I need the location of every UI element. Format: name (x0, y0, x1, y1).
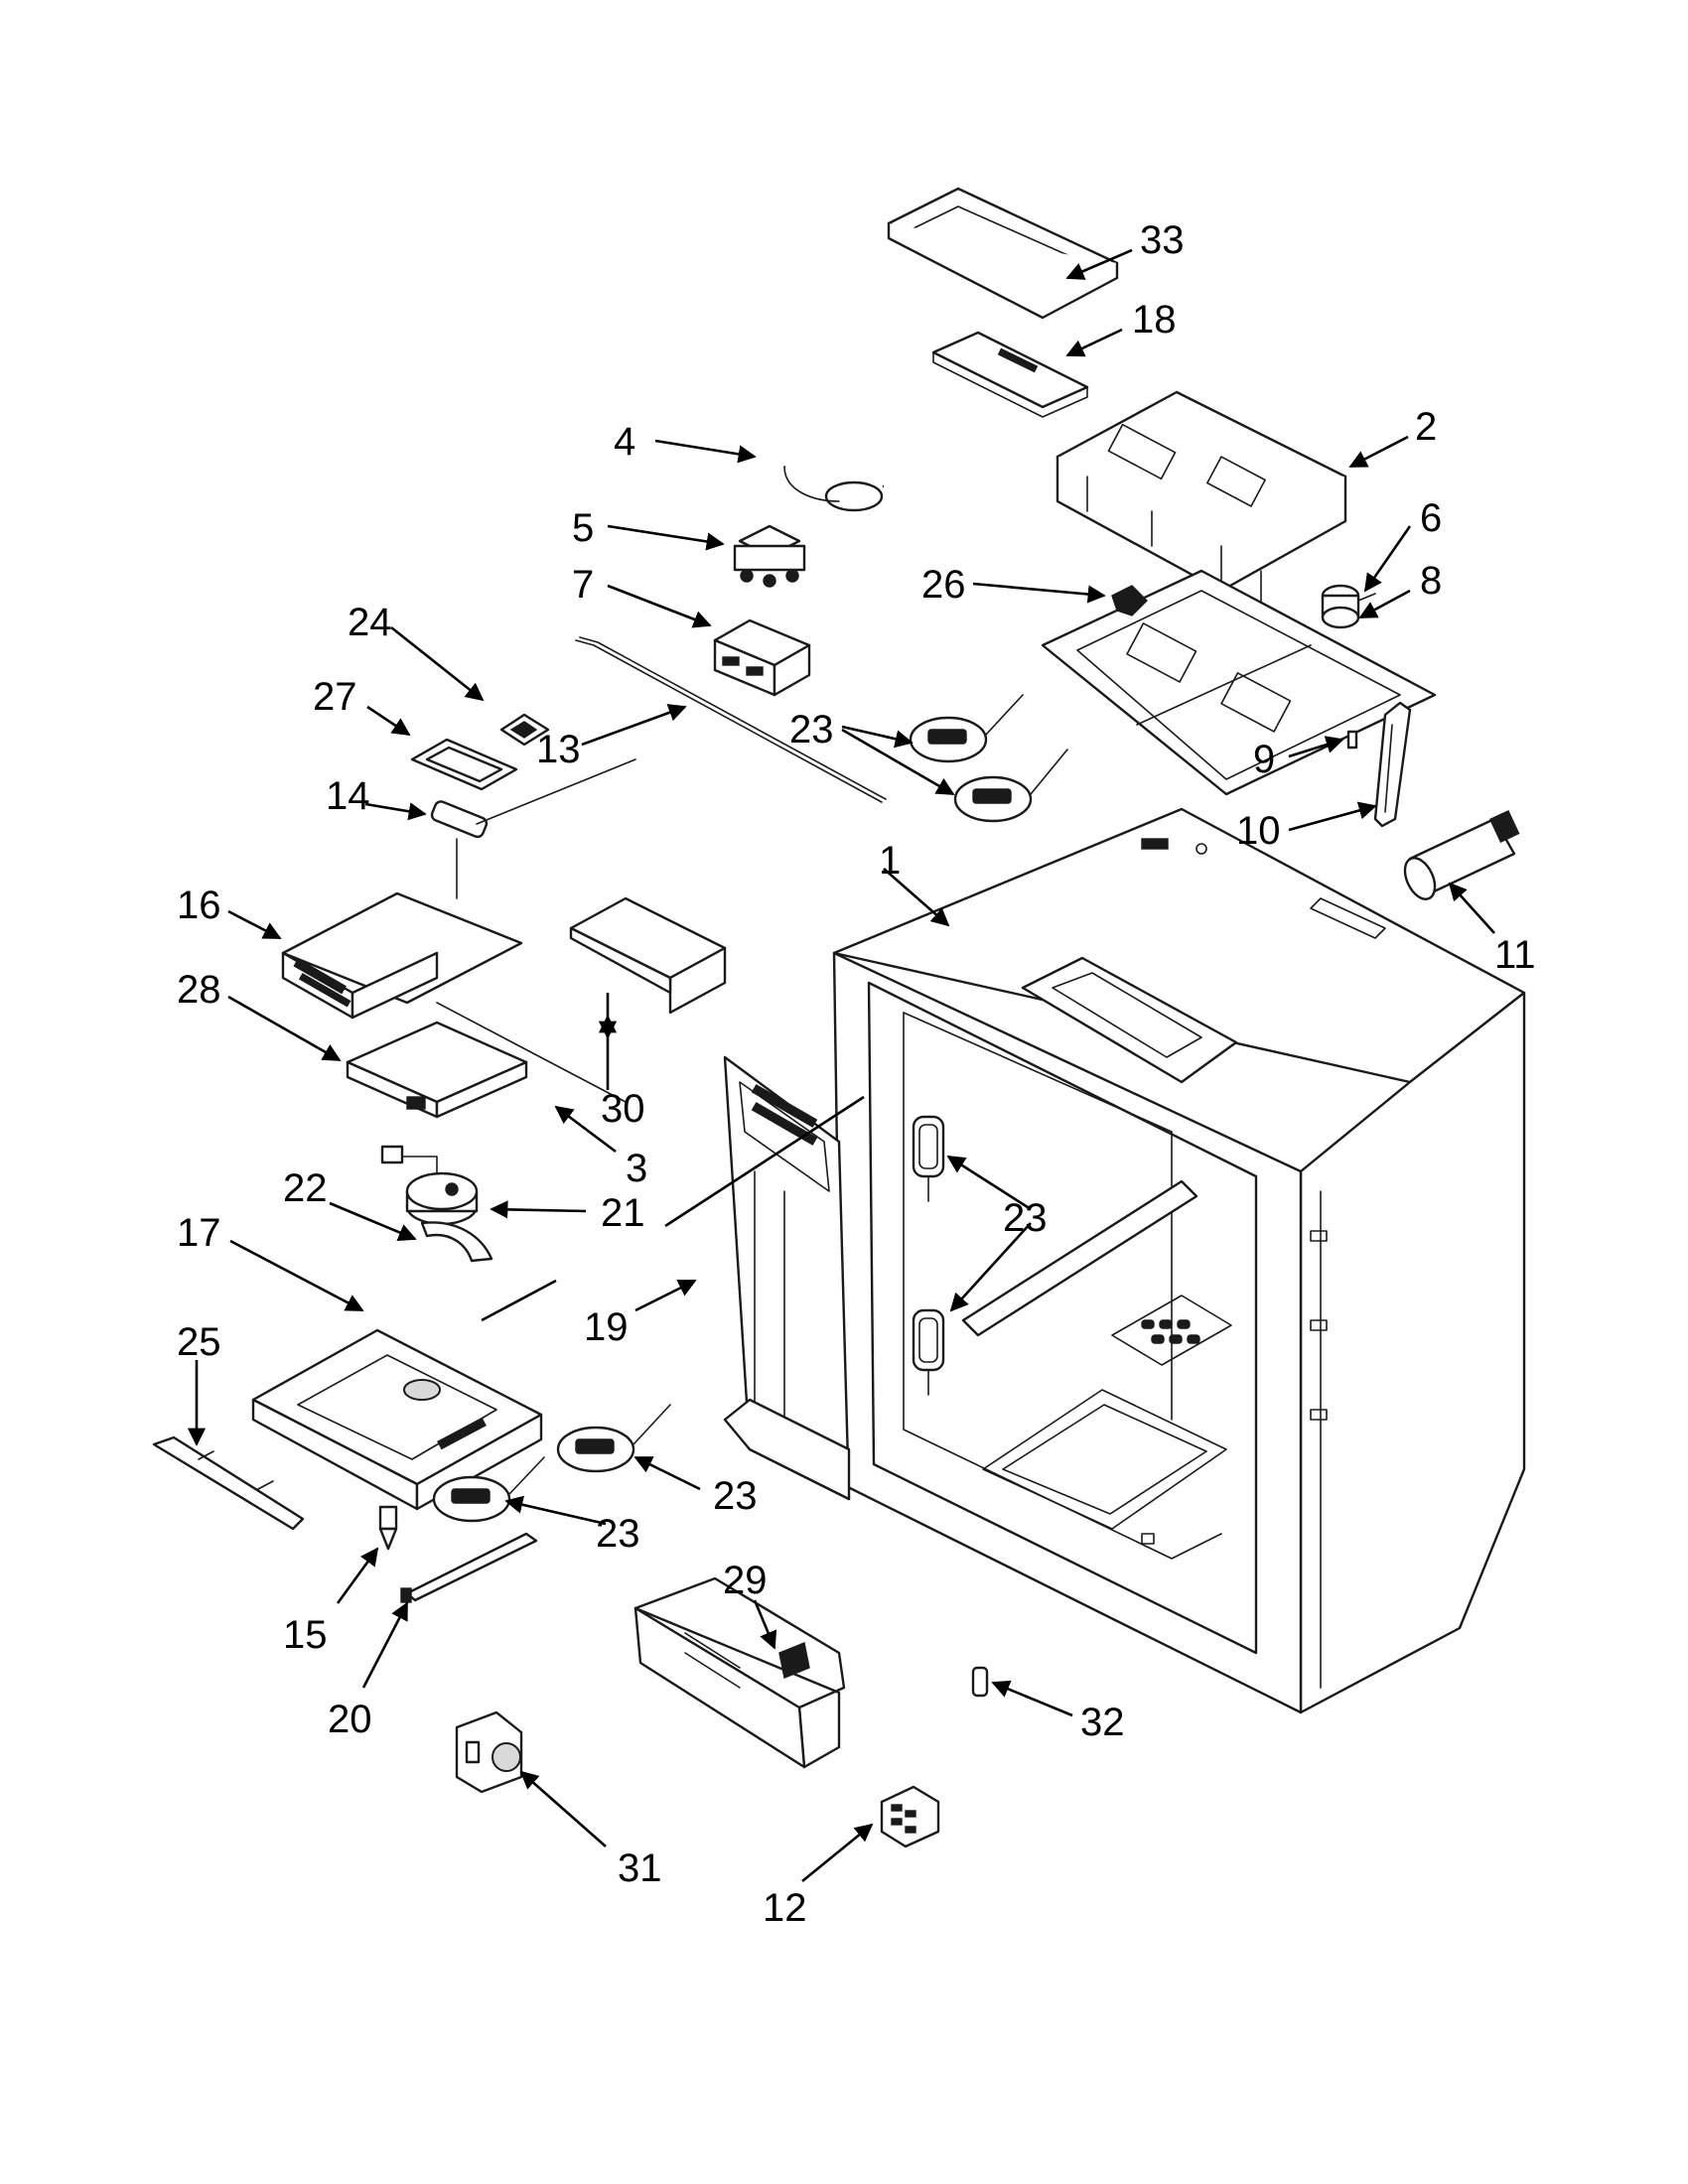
callout-7: 7 (572, 563, 594, 607)
callout-6: 6 (1420, 496, 1442, 540)
callout-4: 4 (614, 420, 635, 464)
part-23-lamp-wall-a (912, 1115, 945, 1202)
part-4-tubing (769, 393, 937, 512)
part-24-gasket (499, 713, 550, 747)
part-26-clip (1111, 585, 1148, 616)
part-33-tray (887, 187, 1119, 320)
part-22-shroud (420, 1221, 493, 1263)
callout-33: 33 (1140, 218, 1185, 262)
part-16-module (281, 891, 523, 1020)
part-1-liner (832, 807, 1526, 1714)
callout-17: 17 (177, 1211, 221, 1255)
part-27-seal (410, 738, 518, 791)
part-25-bracket (152, 1435, 305, 1531)
callout-11: 11 (1494, 933, 1536, 977)
callout-19: 19 (584, 1305, 629, 1349)
part-23-lamp-upper-a (909, 694, 1024, 763)
part-7-box (713, 618, 811, 697)
callout-25: 25 (177, 1320, 221, 1364)
part-20-bracket (400, 1532, 538, 1603)
part-12-filter (880, 1785, 940, 1848)
part-31-motor (455, 1710, 523, 1794)
callout-24: 24 (348, 601, 392, 644)
part-15-screw (378, 1505, 398, 1551)
part-8-panel (1041, 569, 1437, 796)
part-23-lamp-lower-a (556, 1404, 671, 1473)
callout-3: 3 (626, 1147, 647, 1190)
liner-vent-grille (1111, 1295, 1232, 1366)
part-32-clip (971, 1666, 989, 1698)
part-17-base (251, 1328, 543, 1511)
callout-5: 5 (572, 506, 594, 550)
leader-lines (187, 248, 1495, 1883)
part-23-lamp-wall-b (912, 1308, 945, 1396)
callout-13: 13 (536, 728, 581, 771)
part-11-filter (1403, 809, 1520, 900)
part-29-duct (633, 1576, 846, 1769)
callout-30: 30 (601, 1087, 645, 1131)
callout-2: 2 (1415, 405, 1437, 449)
part-23-lamp-upper-b (953, 749, 1068, 823)
part-23-lamp-lower-b (432, 1456, 545, 1523)
part-18-board (931, 331, 1089, 418)
callout-32: 32 (1080, 1701, 1125, 1744)
callout-26: 26 (921, 563, 966, 607)
callout-20: 20 (328, 1698, 372, 1741)
callout-23-lower-b: 23 (596, 1512, 640, 1556)
callout-31: 31 (618, 1846, 662, 1890)
callout-14: 14 (326, 774, 370, 818)
part-6-knob (1321, 584, 1376, 629)
part-3-wire (436, 1002, 627, 1103)
callout-22: 22 (283, 1166, 328, 1210)
part-28-module (346, 1021, 528, 1119)
callout-labels: 33 18 2 4 5 6 7 26 8 23 9 10 11 13 24 27… (177, 218, 1536, 1930)
callout-18: 18 (1132, 298, 1177, 341)
callout-29: 29 (723, 1559, 768, 1602)
callout-23-wall: 23 (1003, 1196, 1048, 1240)
callout-21: 21 (601, 1191, 645, 1235)
callout-27: 27 (313, 675, 357, 719)
part-2-housing (1055, 390, 1347, 607)
callout-9: 9 (1253, 738, 1275, 781)
callout-10: 10 (1236, 809, 1281, 853)
callout-12: 12 (763, 1886, 807, 1930)
callout-1: 1 (879, 839, 901, 883)
callout-8: 8 (1420, 559, 1442, 603)
part-13-rod (575, 636, 887, 803)
part-9-pin (1346, 730, 1358, 750)
part-19-panel (723, 1055, 851, 1501)
part-14-sensor (430, 758, 636, 899)
callout-28: 28 (177, 968, 221, 1012)
part-21-fan-motor (380, 1145, 479, 1226)
callout-23-lower-a: 23 (713, 1474, 758, 1518)
part-5-valve (733, 524, 806, 588)
part-30-cover (569, 896, 727, 1015)
callout-23-upper: 23 (789, 708, 834, 751)
callout-16: 16 (177, 884, 221, 927)
callout-15: 15 (283, 1613, 328, 1657)
